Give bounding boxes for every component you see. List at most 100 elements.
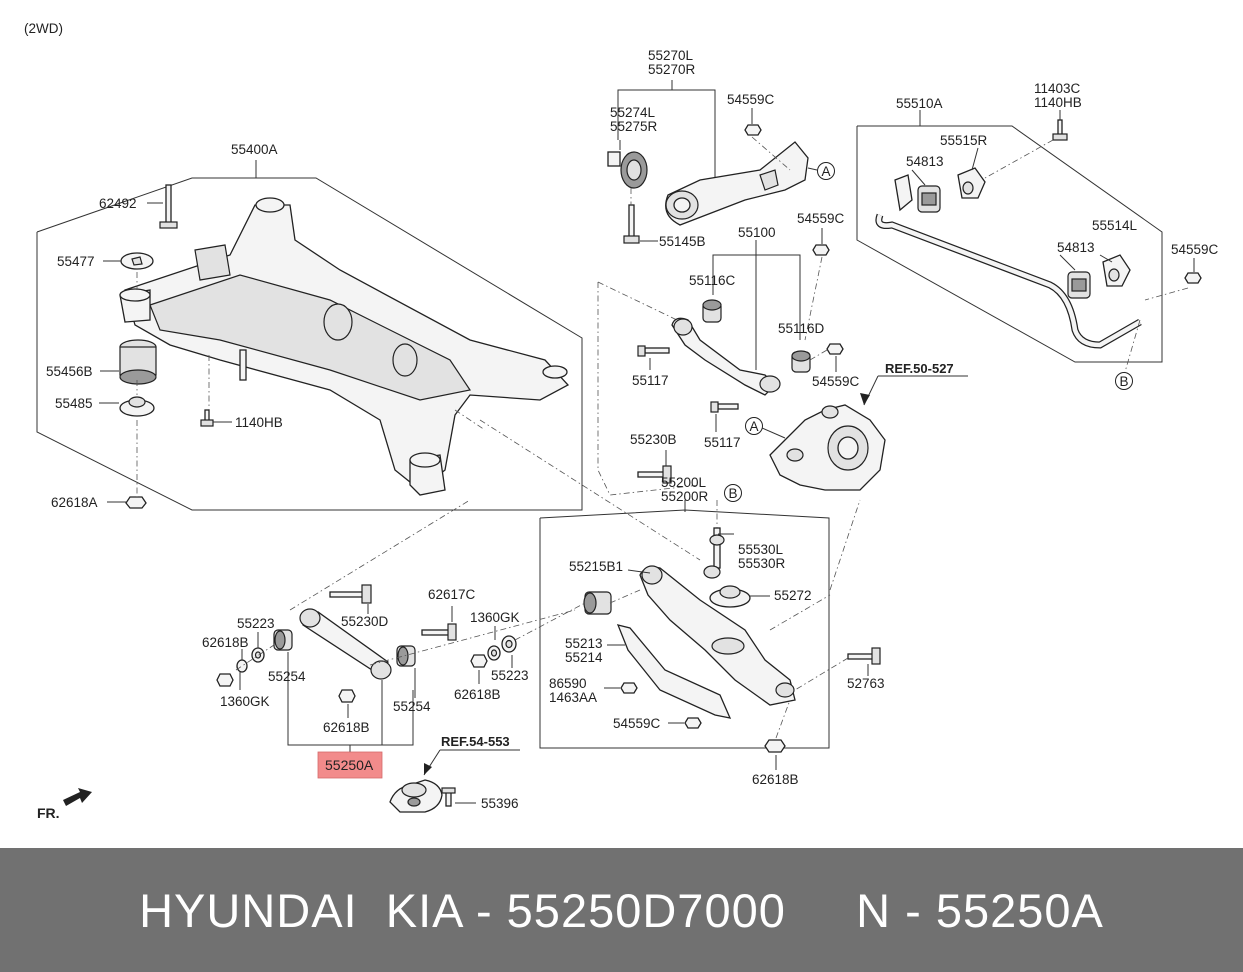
callout-b-lower-arm: B — [724, 484, 742, 502]
knuckle — [761, 375, 968, 491]
bolt-62617C — [421, 606, 457, 641]
label-55215B1: 55215B1 — [569, 559, 623, 574]
label-55530L: 55530L — [738, 542, 784, 557]
label-55223-right: 55223 — [491, 668, 529, 683]
label-ref-54-553: REF.54-553 — [441, 734, 510, 749]
label-11403C: 11403C — [1034, 81, 1081, 96]
label-54559C-stabilizer: 54559C — [1171, 242, 1219, 257]
bolt-52763 — [847, 647, 881, 676]
bracket-55514L — [1102, 254, 1131, 287]
crossmember-drawing — [119, 197, 570, 496]
label-62617C: 62617C — [428, 587, 476, 602]
bushing-55254-left — [273, 629, 293, 651]
callout-a-trailing: A — [817, 162, 835, 180]
label-55230D: 55230D — [341, 614, 389, 629]
nut-62618B-right — [470, 654, 488, 684]
label-1360GK-right: 1360GK — [470, 610, 520, 625]
label-1140HB-stabilizer: 1140HB — [1034, 95, 1082, 110]
label-54559C-lower: 54559C — [613, 716, 661, 731]
label-62618B-lower: 62618B — [752, 772, 799, 787]
label-54559C-upper-b: 54559C — [812, 374, 860, 389]
nut-54559C-stabilizer — [1184, 258, 1202, 284]
label-55214: 55214 — [565, 650, 603, 665]
label-1463AA: 1463AA — [549, 690, 597, 705]
crossmember-group — [36, 160, 583, 511]
label-55230B: 55230B — [630, 432, 677, 447]
spring-pad-55272 — [709, 585, 770, 608]
stopper-55485 — [99, 396, 155, 417]
cover-55213 — [616, 624, 732, 719]
label-54813-lower: 54813 — [1057, 240, 1095, 255]
label-55145B: 55145B — [659, 234, 706, 249]
label-55272: 55272 — [774, 588, 812, 603]
caption-footer: HYUNDAI KIA - 55250D7000 N - 55250A — [0, 848, 1243, 972]
bolt-55396 — [441, 787, 476, 807]
label-62618A: 62618A — [51, 495, 98, 510]
nut-62618B-center — [338, 689, 356, 718]
label-54813-upper: 54813 — [906, 154, 944, 169]
svg-text:B: B — [1119, 374, 1128, 389]
washer-1360GK-right — [487, 645, 501, 661]
bushing-55456B — [100, 339, 157, 385]
nut-54559C-upper-a — [812, 228, 830, 256]
label-62618B-left: 62618B — [202, 635, 249, 650]
label-55396: 55396 — [481, 796, 519, 811]
label-55116C: 55116C — [689, 273, 736, 288]
bushing-55274L — [607, 140, 648, 189]
label-54559C-trailing: 54559C — [727, 92, 775, 107]
label-55117-lower: 55117 — [704, 435, 741, 450]
trailing-arm-group — [607, 80, 818, 244]
bolt-11403C — [1052, 110, 1068, 141]
label-55400A: 55400A — [231, 142, 278, 157]
label-54559C-upper-a: 54559C — [797, 211, 845, 226]
highlight-box — [317, 751, 383, 779]
label-55200L: 55200L — [661, 475, 707, 490]
bushing-55215B1 — [583, 591, 612, 615]
svg-text:A: A — [821, 164, 830, 179]
label-55274L: 55274L — [610, 105, 656, 120]
bracket-55515R — [957, 167, 986, 199]
label-55456B: 55456B — [46, 364, 93, 379]
upper-arm-group — [597, 228, 844, 496]
label-55223-left: 55223 — [237, 616, 275, 631]
lateral-arm-group — [216, 499, 586, 779]
label-55117-upper: 55117 — [632, 373, 669, 388]
label-62492: 62492 — [99, 196, 137, 211]
label-62618B-right: 62618B — [454, 687, 501, 702]
label-55530R: 55530R — [738, 556, 786, 571]
label-55200R: 55200R — [661, 489, 709, 504]
nut-54559C-lower — [668, 717, 702, 729]
label-55100: 55100 — [738, 225, 776, 240]
stabilizer-group — [856, 110, 1202, 373]
mount-group — [389, 749, 520, 813]
bolt-55230D — [329, 584, 372, 614]
label-55270L: 55270L — [648, 48, 694, 63]
bushing-55116C — [702, 299, 722, 323]
label-55254-right: 55254 — [393, 699, 431, 714]
lower-arm-group — [539, 450, 881, 770]
label-55213: 55213 — [565, 636, 603, 651]
nut-62618A — [107, 496, 147, 509]
svg-text:FR.: FR. — [37, 805, 60, 821]
bushing-54813-upper — [917, 185, 941, 213]
bolt-55145B — [623, 204, 658, 244]
link-55530L — [703, 527, 725, 579]
label-55485: 55485 — [55, 396, 93, 411]
label-62618B-center: 62618B — [323, 720, 370, 735]
callout-a-knuckle: A — [745, 417, 763, 435]
label-55275R: 55275R — [610, 119, 658, 134]
bolt-55230B — [637, 450, 672, 484]
part-labels: (2WD) 55400A 62492 55477 55456B 55485 11… — [24, 21, 1219, 811]
label-55270R: 55270R — [648, 62, 696, 77]
label-55510A: 55510A — [896, 96, 943, 111]
bushing-55116D — [791, 350, 811, 373]
label-55250A-highlighted: 55250A — [325, 757, 374, 773]
label-55514L: 55514L — [1092, 218, 1138, 233]
drive-type-label: (2WD) — [24, 21, 63, 36]
washer-55477 — [103, 252, 154, 270]
label-86590: 86590 — [549, 676, 587, 691]
nut-54559C-trailing — [744, 108, 762, 136]
label-55477: 55477 — [57, 254, 95, 269]
label-55116D: 55116D — [778, 321, 825, 336]
